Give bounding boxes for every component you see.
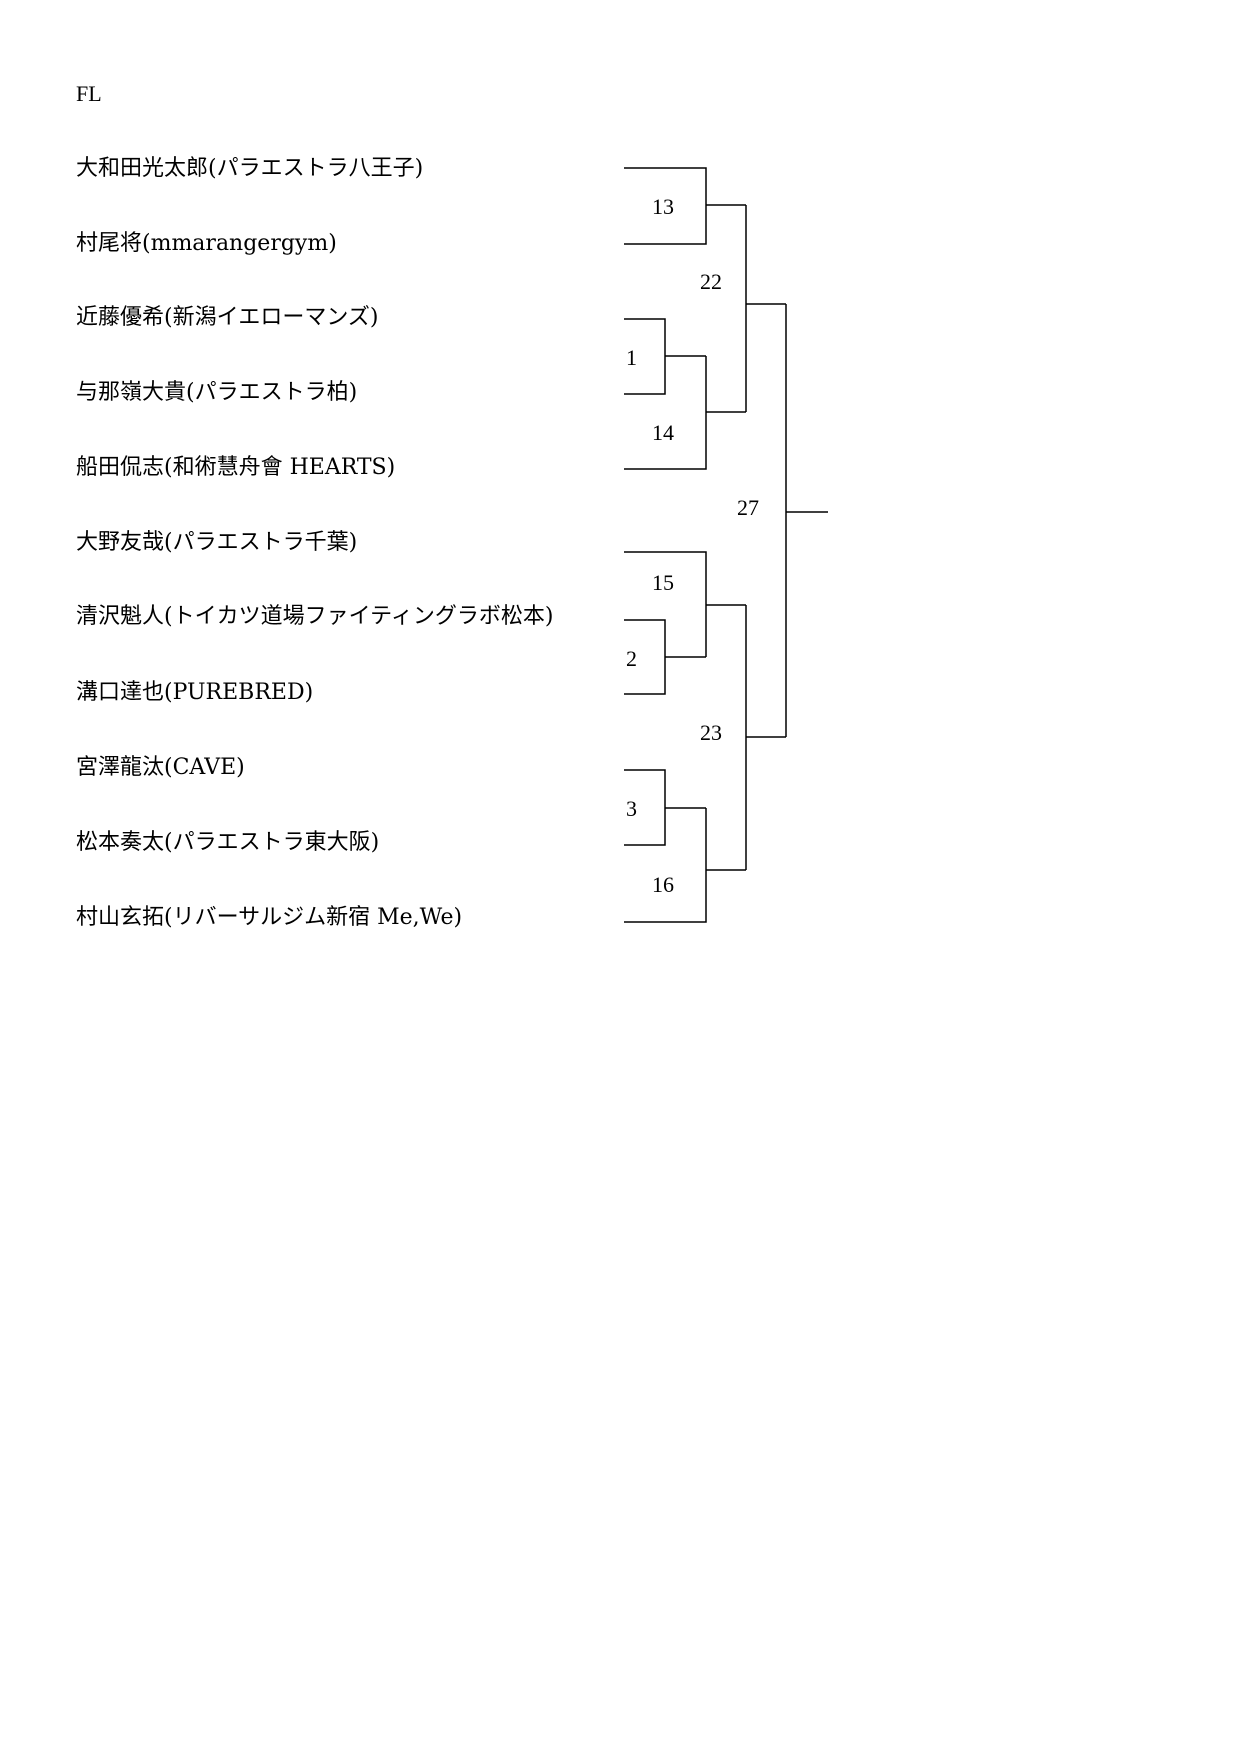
entrant-name: 大野友哉(パラエストラ千葉) <box>76 530 358 555</box>
bracket-line <box>624 167 707 245</box>
entrant-name: 近藤優希(新潟イエローマンズ) <box>76 305 379 330</box>
entrant-name: 村尾将(mmarangergym) <box>76 231 337 256</box>
entrant-name: 与那嶺大貴(パラエストラ柏) <box>76 380 358 405</box>
match-number: 2 <box>626 646 637 671</box>
entrant-name: 村山玄拓(リバーサルジム新宿 Me,We) <box>76 905 463 930</box>
match-number: 16 <box>652 872 674 897</box>
division-title: FL <box>76 81 102 106</box>
entrant-name: 大和田光太郎(パラエストラ八王子) <box>76 156 424 181</box>
entrant-name: 清沢魁人(トイカツ道場ファイティングラボ松本) <box>76 604 554 629</box>
entrant-name: 船田侃志(和術慧舟會 HEARTS) <box>76 455 396 480</box>
match-number: 23 <box>700 720 722 745</box>
entrant-name: 宮澤龍汰(CAVE) <box>76 755 245 780</box>
entrant-name: 松本奏太(パラエストラ東大阪) <box>76 830 380 855</box>
match-number: 3 <box>626 796 637 821</box>
match-number: 1 <box>626 345 637 370</box>
match-number: 14 <box>652 420 674 445</box>
match-number: 27 <box>737 495 759 520</box>
match-number: 22 <box>700 269 722 294</box>
match-number: 15 <box>652 570 674 595</box>
entrant-name: 溝口達也(PUREBRED) <box>76 680 314 705</box>
bracket-line <box>624 551 707 657</box>
match-number: 13 <box>652 194 674 219</box>
bracket-line <box>624 808 707 923</box>
bracket-line <box>624 356 707 470</box>
